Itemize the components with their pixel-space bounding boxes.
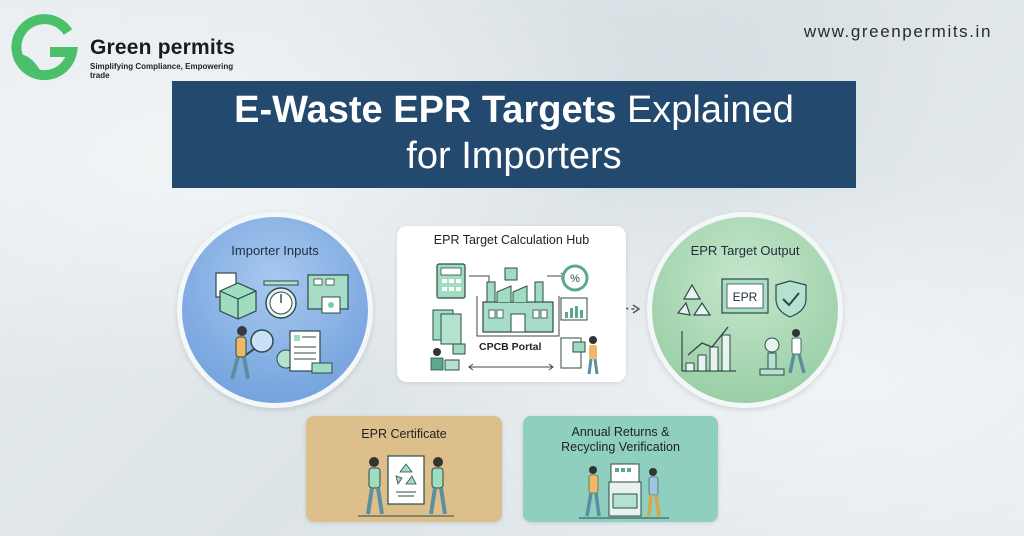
growth-chart-icon [681,326,736,372]
logo[interactable]: Green permits Simplifying Compliance, Em… [10,10,240,82]
percent-icon: % [561,264,589,292]
documents-icon [432,309,462,345]
title-bold: E-Waste EPR Targets [234,89,617,131]
person-clipboard-icon [560,336,599,375]
brand-name: Green permits [90,36,235,59]
epr-target-output-circle: EPR Target Output EPR [647,212,843,408]
target-output-title: EPR Target Output [690,243,800,258]
svg-text:EPR: EPR [733,290,758,304]
person-magnifier-icon [230,326,274,380]
epr-certificate-card: EPR Certificate [306,416,502,522]
title-banner: E-Waste EPR Targets Explained for Import… [172,81,856,188]
shield-check-icon [775,280,807,318]
importer-inputs-illustration [215,272,349,380]
people-recycling-machine-icon [579,463,669,519]
annual-returns-title: Annual Returns & Recycling Verification [523,425,718,455]
box-documents-icon [215,272,257,320]
brand-tagline: Simplifying Compliance, Empowering trade [90,62,234,80]
annual-returns-card: Annual Returns & Recycling Verification [523,416,718,522]
importer-inputs-circle: Importer Inputs [177,212,373,408]
svg-text:%: % [570,273,580,285]
epr-certificate-title: EPR Certificate [361,427,447,441]
two-people-holding-certificate-icon [358,455,454,517]
person-machine-icon [759,329,806,376]
annual-returns-title-line2: Recycling Verification [561,440,680,454]
cpcb-portal-label: CPCB Portal [479,341,542,353]
importer-inputs-title: Importer Inputs [231,243,319,258]
website-url[interactable]: www.greenpermits.in [803,22,992,41]
title-line-1: E-Waste EPR Targets Explained [172,87,856,133]
green-g-logo-icon [11,14,78,81]
document-gear-icon [276,330,333,374]
title-light: Explained [626,89,794,131]
epr-certificate-icon: EPR [721,278,769,314]
bar-chart-icon [560,297,588,321]
person-laptop-icon [430,343,466,371]
circuit-board-icon [307,274,349,314]
flow-arrow-icon [607,288,641,314]
target-output-illustration: EPR [676,278,807,376]
calculator-icon [436,263,466,299]
factory-icon [482,267,554,333]
epr-calculation-hub: EPR Target Calculation Hub % [397,226,626,382]
title-line-2: for Importers [406,135,622,177]
hub-title: EPR Target Calculation Hub [433,233,590,247]
weighing-scale-icon [263,280,299,319]
annual-returns-title-line1: Annual Returns & [571,425,670,439]
recycle-icon [676,283,712,316]
hub-illustration: % [430,263,599,375]
